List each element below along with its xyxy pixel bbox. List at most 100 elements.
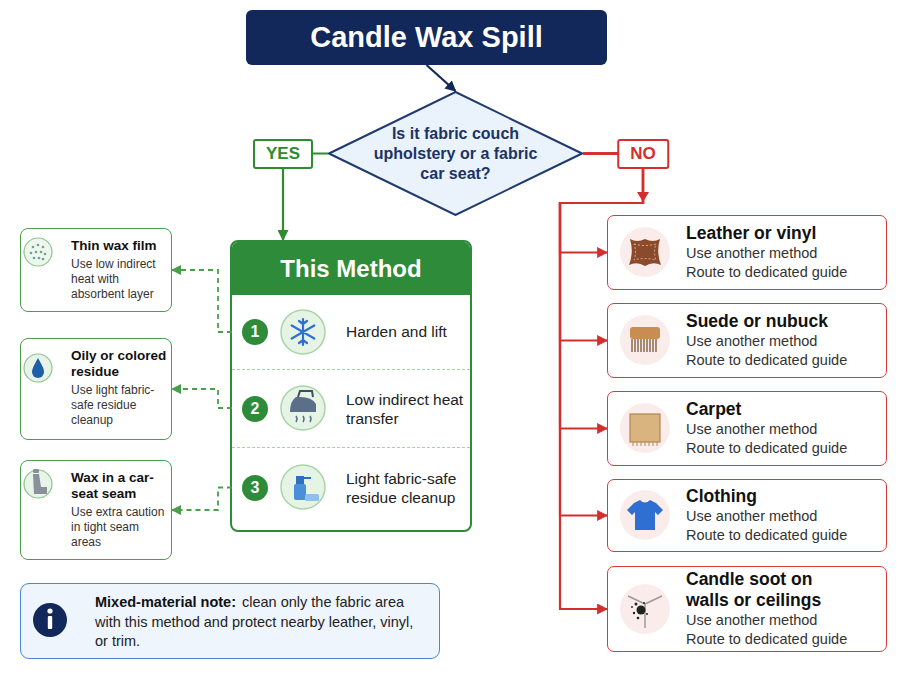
ab-text: Route to dedicated guide [686,263,886,282]
ab-text: Use another method [686,507,886,526]
alternative-box: Candle soot on walls or ceilingsUse anot… [607,566,887,652]
branch-label: NO [617,139,669,169]
mhead-text: This Method [232,242,470,295]
ab-text: Use another method [686,611,886,630]
text-group: Suede or nubuckUse another methodRoute t… [608,304,886,377]
step-text: Low indirect heat transfer [346,389,468,428]
tip-connector [172,389,232,408]
film-dots [30,244,47,261]
nh-text: Mixed-material note: [95,594,236,610]
q-text: Is it fabric couch upholstery or a fabri… [372,124,540,184]
ab-text: Route to dedicated guide [686,630,886,649]
note-box: Mixed-material note:clean only the fabri… [20,583,440,659]
arrow-head [637,192,649,202]
carpet-fringe [633,442,657,446]
brush-bristles [632,339,656,352]
ab-text: Route to dedicated guide [686,351,886,370]
ab-text: Route to dedicated guide [686,526,886,545]
alternative-box: ClothingUse another methodRoute to dedic… [607,479,887,552]
step-text: Light fabric-safe residue cleanup [346,469,468,508]
text-group: Thin wax filmUse low indirect heat with … [21,229,171,302]
no-connector [560,154,643,516]
title-text: Candle Wax Spill [310,21,543,54]
film-icon [24,238,52,266]
method-box: This Method 1 Harden and lift 2 Low indirect… [230,240,472,532]
leather-stitch [634,244,656,260]
icon-circle [281,465,325,509]
yes-connector [283,154,328,241]
step-row: 3 Light fabric-safe residue cleanup [232,447,470,528]
icon-circle [620,227,670,277]
seat-icon-bg [24,470,52,498]
tip-connector [172,488,232,511]
step-row: 2 Low indirect heat transfer [232,369,470,447]
alternative-box: Suede or nubuckUse another methodRoute t… [607,303,887,378]
icon-circle [281,386,325,430]
info-icon-dot [47,608,52,613]
num-text: 3 [242,475,268,501]
sb-text: Use light fabric-safe residue cleanup [71,383,167,428]
num-text: 1 [242,319,268,345]
text-group: ClothingUse another methodRoute to dedic… [608,480,886,551]
no-connector [560,154,643,429]
ah-text: Leather or vinyl [686,223,886,244]
seat-icon [33,474,47,494]
info-icon [33,603,67,637]
ab-text: Use another method [686,244,886,263]
icon-circle [620,315,670,365]
steam-lines [296,416,311,422]
iron-icon [290,397,316,412]
branch-label: YES [253,139,313,169]
no-connector [560,154,643,253]
ah-text: Carpet [686,399,886,420]
ab-text: Route to dedicated guide [686,439,886,458]
ah-narrow-text: Candle soot on walls or ceilings [686,569,846,611]
text-group: CarpetUse another methodRoute to dedicat… [608,392,886,465]
ah-text: Suede or nubuck [686,311,886,332]
text-group: Is it fabric couch upholstery or a fabri… [328,91,583,216]
tip-connector [172,270,232,332]
seat-headrest [33,469,39,473]
step-text: Harden and lift [346,322,468,341]
spray-bottle-icon [294,484,306,500]
wall-corner [628,596,662,628]
cloth-icon [305,494,319,501]
leather-icon [629,239,661,266]
soot-splatter [631,602,648,619]
decision-diamond: Is it fabric couch upholstery or a fabri… [328,91,583,216]
sb-text: Use low indirect heat with absorbent lay… [71,257,167,302]
sh-text: Thin wax film [71,238,167,254]
info-icon-bar [48,616,52,629]
spray-nozzle [296,476,304,484]
icon-circle [620,490,670,540]
no-connector [560,154,643,341]
icon-circle [620,403,670,453]
text-group: Wax in a car-seat seamUse extra caution … [21,461,171,550]
text-group: Mixed-material note:clean only the fabri… [21,584,439,652]
icon-circle [620,584,670,634]
text-group: Leather or vinylUse another methodRoute … [608,216,886,289]
tip-box: Oily or colored residueUse light fabric-… [20,338,172,440]
carpet-icon [630,414,660,442]
flow-arrow [427,65,456,91]
text-group: Candle Wax Spill [246,10,607,65]
ab-text: Use another method [686,420,886,439]
step-row: 1 Harden and lift [232,295,470,369]
ah-text: Clothing [686,486,886,507]
icon-circle [281,310,325,354]
shirt-icon [627,500,663,530]
sh-text: Wax in a car-seat seam [71,470,167,502]
start-box: Candle Wax Spill [246,10,607,65]
alternative-box: Leather or vinylUse another methodRoute … [607,215,887,290]
iron-handle [298,391,313,397]
num-text: 2 [242,396,268,422]
text-group: Oily or colored residueUse light fabric-… [21,339,171,428]
snowflake-icon [292,319,315,345]
sb-text: Use extra caution in tight seam areas [71,505,167,550]
decision-diamond-shape [329,92,582,215]
alternative-box: CarpetUse another methodRoute to dedicat… [607,391,887,466]
ab-text: Use another method [686,332,886,351]
tip-box: Wax in a car-seat seamUse extra caution … [20,460,172,560]
